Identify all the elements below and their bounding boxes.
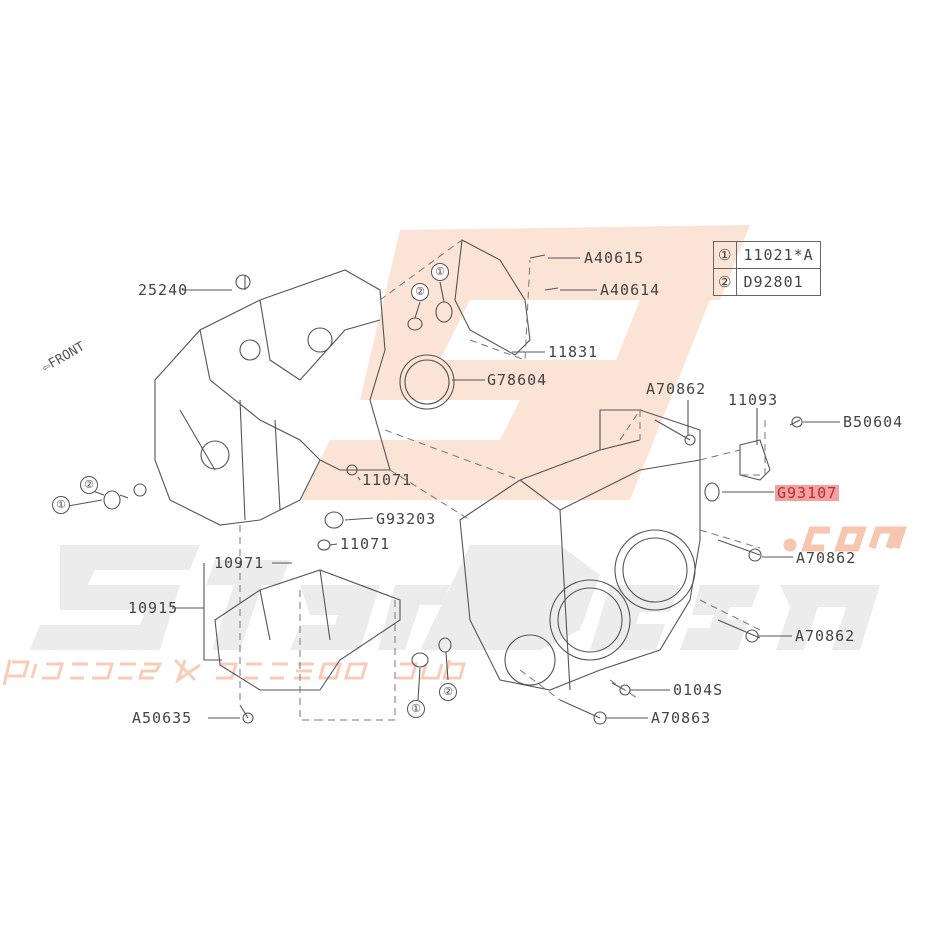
large-seal (399, 354, 455, 410)
lower-cover (214, 569, 401, 691)
part-label[interactable]: 10971 (214, 554, 265, 572)
part-label[interactable]: A70862 (795, 627, 856, 645)
timing-cover (454, 239, 531, 356)
legend-part: D92801 (736, 268, 821, 296)
part-label[interactable]: A70862 (796, 549, 857, 567)
legend-part: 11021*A (736, 241, 821, 269)
watermark-brand-graphic (30, 545, 880, 650)
watermark-logo (300, 225, 750, 500)
watermark-tagline-graphic (2, 658, 466, 686)
highlighted-part-label[interactable]: G93107 (775, 484, 840, 502)
part-label[interactable]: 25240 (138, 281, 189, 299)
part-label[interactable]: A50635 (132, 709, 193, 727)
callout-2: ② (411, 283, 429, 301)
callout-2: ② (439, 683, 457, 701)
legend-num: ① (712, 241, 738, 269)
callout-1: ① (407, 700, 425, 718)
callout-1: ① (431, 263, 449, 281)
part-label[interactable]: A70862 (646, 380, 707, 398)
callout-1: ① (52, 496, 70, 514)
part-label[interactable]: 11071 (362, 471, 413, 489)
part-label[interactable]: 11093 (728, 391, 779, 409)
part-label[interactable]: A40614 (600, 281, 661, 299)
dashed-guides (239, 239, 766, 721)
part-label[interactable]: G78604 (487, 371, 548, 389)
callout-2: ② (80, 476, 98, 494)
watermark-domain-graphic (783, 526, 907, 552)
left-cylinder-block (154, 269, 391, 526)
part-label[interactable]: 0104S (673, 681, 724, 699)
part-label[interactable]: 11831 (548, 343, 599, 361)
part-label[interactable]: G93203 (376, 510, 437, 528)
part-label[interactable]: 10915 (128, 599, 179, 617)
legend-num: ② (712, 268, 738, 296)
part-label[interactable]: A40615 (584, 249, 645, 267)
part-label[interactable]: A70863 (651, 709, 712, 727)
part-label[interactable]: B50604 (843, 413, 904, 431)
part-label[interactable]: 11071 (340, 535, 391, 553)
